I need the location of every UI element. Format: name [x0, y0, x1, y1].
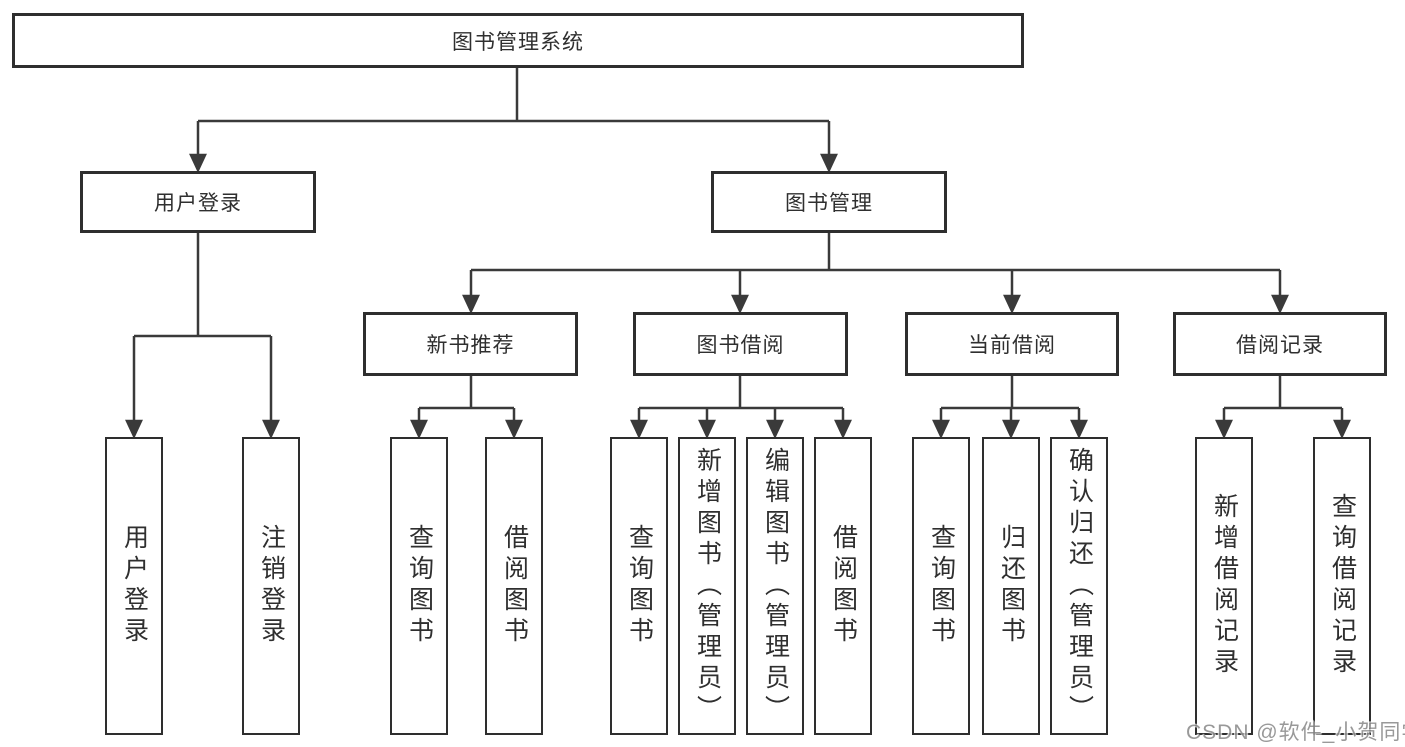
node-label: 新增借阅记录: [1210, 493, 1239, 679]
node-label: 用户登录: [154, 192, 242, 215]
node-new-book-recommend: 新书推荐: [363, 312, 578, 376]
arrow-down-icon: [820, 153, 838, 173]
arrow-down-icon: [698, 419, 716, 439]
connector-current-borrowing-branch: [932, 375, 1088, 439]
node-label: 查询图书: [625, 524, 654, 648]
node-book-management: 图书管理: [711, 171, 947, 233]
node-user-login: 用户登录: [80, 171, 316, 233]
node-current-borrowing: 当前借阅: [905, 312, 1119, 376]
node-label: 编辑图书（管理员）: [761, 446, 790, 726]
node-borrowing-records: 借阅记录: [1173, 312, 1387, 376]
connector-new-book-recommend-branch: [410, 375, 523, 439]
leaf-logout: 注销登录: [242, 437, 300, 735]
leaf-borrowing-add-books-admin: 新增图书（管理员）: [678, 437, 736, 735]
arrow-down-icon: [505, 419, 523, 439]
node-label: 图书管理: [785, 192, 873, 215]
leaf-current-query-books: 查询图书: [912, 437, 970, 735]
leaf-current-return-books: 归还图书: [982, 437, 1040, 735]
arrow-down-icon: [766, 419, 784, 439]
node-label: 当前借阅: [968, 334, 1056, 357]
node-label: 借阅记录: [1236, 334, 1324, 357]
arrow-down-icon: [125, 419, 143, 439]
leaf-borrowing-edit-books-admin: 编辑图书（管理员）: [746, 437, 804, 735]
arrow-down-icon: [1215, 419, 1233, 439]
arrow-down-icon: [1271, 294, 1289, 314]
node-library-management-system: 图书管理系统: [12, 13, 1024, 68]
node-label: 归还图书: [997, 524, 1026, 648]
leaf-records-add-borrow-record: 新增借阅记录: [1195, 437, 1253, 735]
connector-borrowing-records-branch: [1215, 375, 1351, 439]
arrow-down-icon: [932, 419, 950, 439]
node-label: 图书借阅: [696, 334, 785, 357]
arrow-down-icon: [630, 419, 648, 439]
leaf-borrowing-query-books: 查询图书: [610, 437, 668, 735]
arrow-down-icon: [731, 294, 749, 314]
node-book-borrowing: 图书借阅: [633, 312, 848, 376]
connector-user-login-branch: [125, 233, 280, 439]
arrow-down-icon: [462, 294, 480, 314]
node-label: 注销登录: [257, 524, 286, 648]
csdn-watermark: CSDN @软件_小贺同学: [1186, 721, 1405, 744]
node-label: 新书推荐: [426, 334, 515, 357]
node-label: 图书管理系统: [452, 30, 584, 54]
leaf-user-login: 用户登录: [105, 437, 163, 735]
node-label: 用户登录: [120, 524, 149, 648]
leaf-recommend-query-books: 查询图书: [390, 437, 448, 735]
leaf-borrowing-borrow-books: 借阅图书: [814, 437, 872, 735]
connector-root-branch: [189, 68, 838, 173]
node-label: 借阅图书: [500, 524, 529, 648]
arrow-down-icon: [834, 419, 852, 439]
arrow-down-icon: [262, 419, 280, 439]
arrow-down-icon: [1333, 419, 1351, 439]
arrow-down-icon: [1002, 419, 1020, 439]
arrow-down-icon: [410, 419, 428, 439]
leaf-records-query-borrow-record: 查询借阅记录: [1313, 437, 1371, 735]
leaf-recommend-borrow-books: 借阅图书: [485, 437, 543, 735]
connector-book-borrowing-branch: [630, 375, 852, 439]
arrow-down-icon: [1070, 419, 1088, 439]
node-label: 查询图书: [405, 524, 434, 648]
node-label: 查询图书: [927, 524, 956, 648]
node-label: 查询借阅记录: [1328, 493, 1357, 679]
node-label: 借阅图书: [829, 524, 858, 648]
node-label: 新增图书（管理员）: [693, 446, 722, 726]
leaf-current-confirm-return-admin: 确认归还（管理员）: [1050, 437, 1108, 735]
node-label: 确认归还（管理员）: [1065, 446, 1094, 726]
arrow-down-icon: [1003, 294, 1021, 314]
connector-book-management-branch: [462, 233, 1289, 314]
arrow-down-icon: [189, 153, 207, 173]
